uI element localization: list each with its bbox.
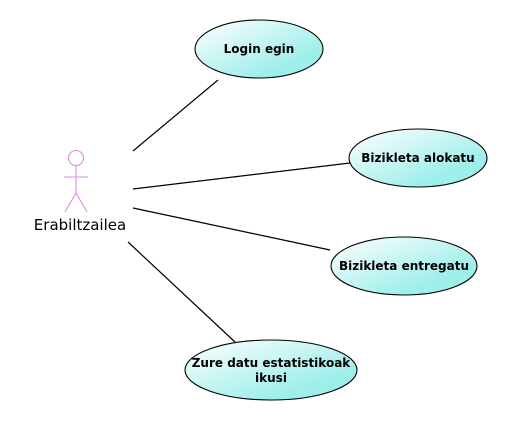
use-case-ellipse [348, 128, 488, 188]
association-login[interactable] [132, 79, 219, 152]
use-case-label: Login egin [224, 42, 295, 56]
use-case-label-line-2: ikusi [255, 371, 287, 385]
use-case-bizikleta-entregatu[interactable]: Bizikleta entregatu [330, 236, 478, 296]
use-case-label-line-1: Zure datu estatistikoak [192, 356, 352, 370]
actor-erabiltzailea[interactable]: Erabiltzailea [34, 149, 126, 235]
association-estatistikak[interactable] [127, 241, 236, 343]
use-case-login-egin[interactable]: Login egin [194, 19, 324, 79]
use-case-label: Bizikleta entregatu [339, 259, 469, 273]
use-case-ellipse [330, 236, 478, 296]
association-entregatu[interactable] [132, 207, 331, 251]
use-case-zure-datu-estatistikoak-ikusi[interactable]: Zure datu estatistikoak ikusi [184, 339, 358, 401]
association-alokatu[interactable] [132, 162, 351, 190]
actor-name: Erabiltzailea [34, 216, 126, 234]
use-case-ellipse [184, 339, 358, 401]
use-case-ellipse [194, 19, 324, 79]
actor-stick-figure-icon [64, 149, 88, 213]
use-case-bizikleta-alokatu[interactable]: Bizikleta alokatu [348, 128, 488, 188]
use-case-label: Bizikleta alokatu [361, 151, 474, 165]
